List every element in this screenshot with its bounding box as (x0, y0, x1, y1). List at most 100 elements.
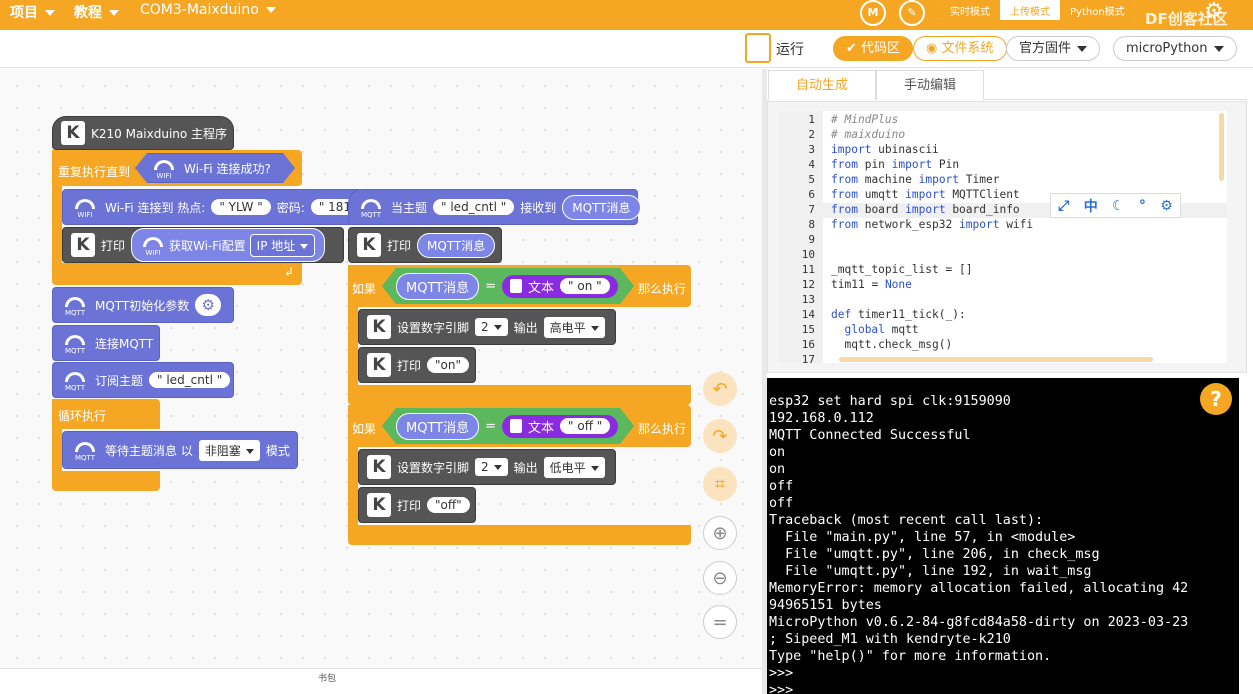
console-line: File "umqtt.py", line 192, in wait_msg (769, 564, 1092, 579)
run-label[interactable]: 运行 (776, 42, 804, 58)
text-block[interactable]: 文本" on " (502, 275, 618, 298)
off-string-field[interactable]: " off " (560, 418, 610, 434)
gear-icon[interactable]: ⚙ (195, 294, 222, 316)
k210-icon: K (367, 315, 391, 339)
repeat-until-label: 重复执行直到 (58, 165, 131, 179)
file-system-button[interactable]: ◉ 文件系统 (913, 36, 1007, 61)
zoom-out-icon[interactable]: ⊖ (703, 561, 737, 595)
ip-address-dropdown[interactable]: IP 地址 (249, 233, 316, 257)
gear-icon[interactable]: ⚙ (1160, 197, 1173, 214)
topic-field[interactable]: " led_cntl " (433, 199, 515, 215)
mode-realtime[interactable]: 实时模式 (940, 0, 1000, 20)
code-line: from pin import Pin (831, 158, 960, 171)
menu-project[interactable]: 项目 (10, 2, 55, 22)
mqtt-message-reporter[interactable]: MQTT消息 (396, 273, 479, 300)
language-dropdown[interactable]: microPython (1113, 36, 1237, 61)
settings-gear-icon[interactable]: ⚙ (1204, 0, 1224, 24)
crop-icon[interactable]: ⌗ (703, 467, 737, 501)
document-icon (510, 419, 522, 433)
expand-icon[interactable]: ⤢ (1058, 197, 1070, 214)
help-icon[interactable]: ? (1200, 383, 1232, 415)
pin-dropdown[interactable]: 2 (475, 318, 508, 336)
watermark: DF创客社区 (1145, 10, 1228, 28)
mqtt-message-reporter[interactable]: MQTT消息 (417, 232, 496, 258)
code-area-button[interactable]: ✔ 代码区 (833, 36, 914, 61)
undo-icon[interactable]: ↶ (703, 372, 737, 406)
equals-condition-on[interactable]: MQTT消息= 文本" on " (382, 268, 634, 304)
wifi-icon: WIFI (141, 232, 165, 258)
menu-tutorial[interactable]: 教程 (74, 2, 119, 22)
nonblock-dropdown[interactable]: 非阻塞 (198, 439, 260, 461)
k210-icon: K (71, 233, 95, 257)
on-string-field[interactable]: " on " (560, 278, 610, 294)
level-dropdown[interactable]: 高电平 (543, 316, 605, 338)
text-block[interactable]: 文本" off " (502, 415, 618, 438)
edit-icon[interactable]: ✎ (899, 0, 925, 26)
k210-icon: K (61, 121, 85, 145)
password-field[interactable]: " 181 (310, 199, 360, 215)
console-line: >>> (769, 666, 794, 681)
line-number: 1 (808, 113, 815, 126)
ssid-field[interactable]: " YLW " (211, 199, 271, 215)
code-line: # maixduino (831, 128, 906, 141)
pin-dropdown[interactable]: 2 (475, 458, 508, 476)
mqtt-icon: MQTT (71, 437, 99, 463)
run-icon[interactable] (745, 33, 771, 63)
topic-field[interactable]: " led_cntl " (149, 372, 231, 388)
loop-label: 循环执行 (58, 409, 107, 423)
mode-upload[interactable]: 上传模式 (1000, 0, 1060, 20)
line-number: 15 (801, 323, 815, 336)
menu-port[interactable]: COM3-Maixduino (140, 2, 276, 18)
mqtt-icon: MQTT (61, 367, 89, 393)
mqtt-icon: MQTT (61, 292, 89, 318)
backpack-bar[interactable]: 书包 (0, 668, 762, 686)
code-line: tim11 = None (831, 278, 912, 291)
document-icon (510, 279, 522, 293)
mqtt-message-reporter[interactable]: MQTT消息 (562, 194, 641, 220)
zoom-in-icon[interactable]: ⊕ (703, 516, 737, 550)
moon-icon[interactable]: ☾ (1112, 197, 1125, 214)
reset-zoom-icon[interactable]: = (703, 605, 737, 639)
vertical-scrollbar[interactable] (1219, 113, 1224, 181)
print-string-field[interactable]: "on" (427, 357, 470, 373)
horizontal-scrollbar[interactable] (839, 357, 1153, 362)
mode-python[interactable]: Python模式 (1060, 0, 1135, 20)
dots-icon[interactable]: ° (1138, 197, 1146, 214)
firmware-dropdown[interactable]: 官方固件 (1006, 36, 1101, 61)
console-line: esp32 set hard spi clk:9159090 (769, 394, 1011, 409)
equals-condition-off[interactable]: MQTT消息= 文本" off " (382, 408, 634, 444)
mqtt-message-reporter[interactable]: MQTT消息 (396, 413, 479, 440)
level-dropdown[interactable]: 低电平 (543, 456, 605, 478)
redo-icon[interactable]: ↷ (703, 419, 737, 453)
tab-manual-edit[interactable]: 手动编辑 (876, 70, 984, 100)
line-number: 10 (801, 248, 815, 261)
code-line: # MindPlus (831, 113, 899, 126)
print-string-field[interactable]: "off" (427, 497, 470, 513)
mind-icon[interactable]: M (860, 0, 886, 26)
then-label: 那么执行 (638, 282, 687, 296)
tab-auto-generate[interactable]: 自动生成 (768, 70, 876, 100)
mqtt-icon: MQTT (357, 194, 385, 220)
then-label: 那么执行 (638, 422, 687, 436)
chinese-icon[interactable]: 中 (1083, 198, 1098, 215)
loop-block[interactable] (52, 399, 160, 429)
splitter[interactable] (762, 69, 767, 694)
